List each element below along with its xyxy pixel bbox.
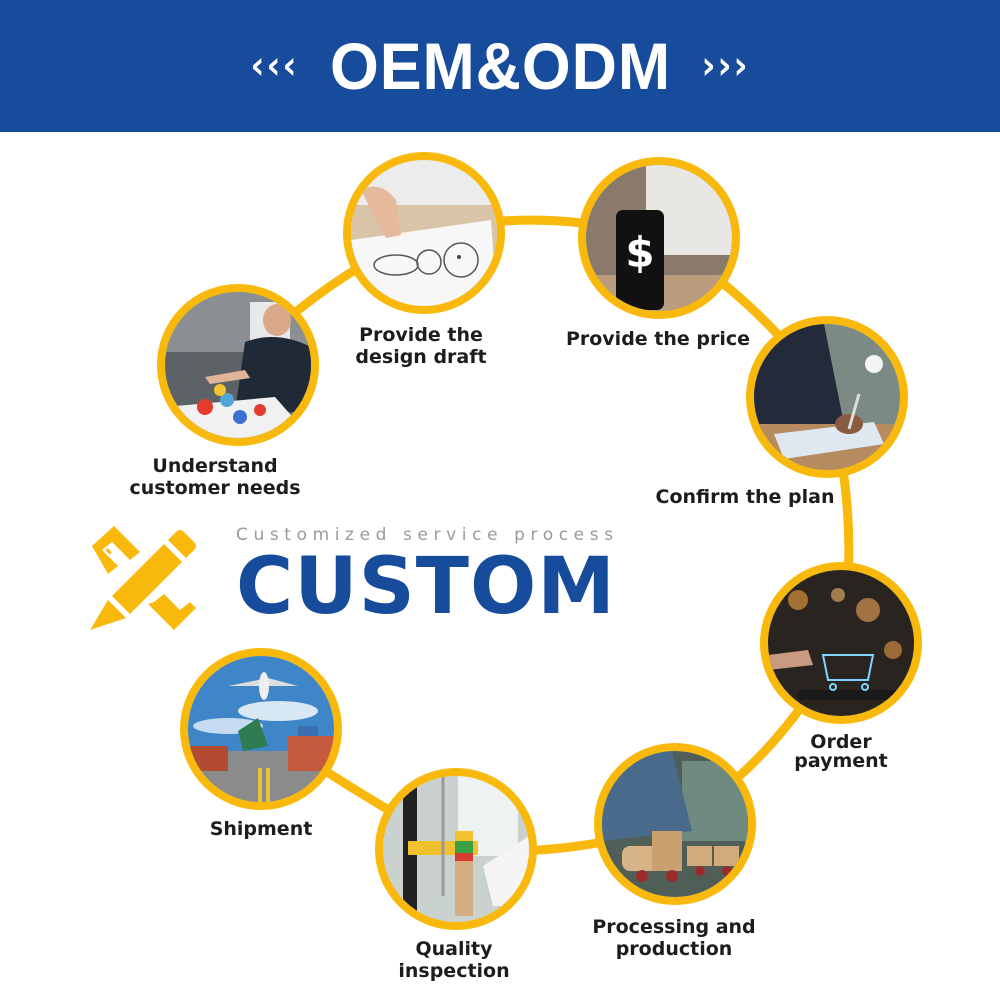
subtitle: Customized service process (236, 525, 619, 545)
label-line: production (615, 938, 733, 960)
shopping-cart-photo (768, 570, 914, 716)
label-line: Quality (415, 938, 493, 960)
port-logistics-photo (188, 656, 334, 802)
sketch-drawing-photo (351, 160, 497, 306)
label-line: Provide the price (565, 328, 751, 350)
svg-text:$: $ (625, 228, 654, 277)
label-line: Shipment (209, 818, 313, 840)
step-label-shipment: Shipment (210, 818, 313, 840)
label-line: customer needs (129, 477, 301, 499)
label-line: Order (810, 731, 872, 753)
signing-document-photo (754, 324, 900, 470)
label-line: inspection (398, 960, 510, 982)
label-line: payment (794, 750, 888, 772)
step-provide-price: $ (578, 157, 740, 319)
meeting-with-toys-photo (165, 292, 311, 438)
left-chevrons-icon: ‹‹‹ (250, 43, 299, 89)
step-quality-inspection (375, 768, 537, 930)
step-shipment (180, 648, 342, 810)
pencil-ruler-icon (90, 526, 196, 630)
step-confirm-plan (746, 316, 908, 478)
center-title-block: Customized service process CUSTOM (236, 525, 619, 627)
label-line: Provide the (359, 324, 483, 346)
custom-title: CUSTOM (236, 542, 616, 632)
right-chevrons-icon: ››› (701, 43, 750, 89)
label-line: Understand (152, 455, 278, 477)
step-label-confirm-plan: Confirm the plan (656, 486, 835, 508)
step-label-price: Provide the price (566, 328, 750, 350)
testing-machine-photo (383, 776, 529, 922)
step-processing-production (594, 743, 756, 905)
step-label-understand: Understand customer needs (129, 455, 300, 499)
step-order-payment (760, 562, 922, 724)
phone-dollar-photo: $ (586, 165, 732, 311)
wooden-train-crafting-photo (602, 751, 748, 897)
page-title: OEM&ODM (329, 29, 671, 103)
step-label-design-draft: Provide the design draft (355, 324, 486, 368)
step-label-order-payment: Order payment (794, 733, 888, 771)
label-line: Confirm the plan (655, 486, 835, 508)
step-understand-customer-needs (157, 284, 319, 446)
step-label-quality: Quality inspection (398, 938, 509, 982)
label-line: Processing and (592, 916, 756, 938)
step-provide-design-draft (343, 152, 505, 314)
label-line: design draft (355, 346, 487, 368)
header-banner: ‹‹‹ OEM&ODM ››› (0, 0, 1000, 132)
step-label-processing: Processing and production (592, 916, 755, 960)
